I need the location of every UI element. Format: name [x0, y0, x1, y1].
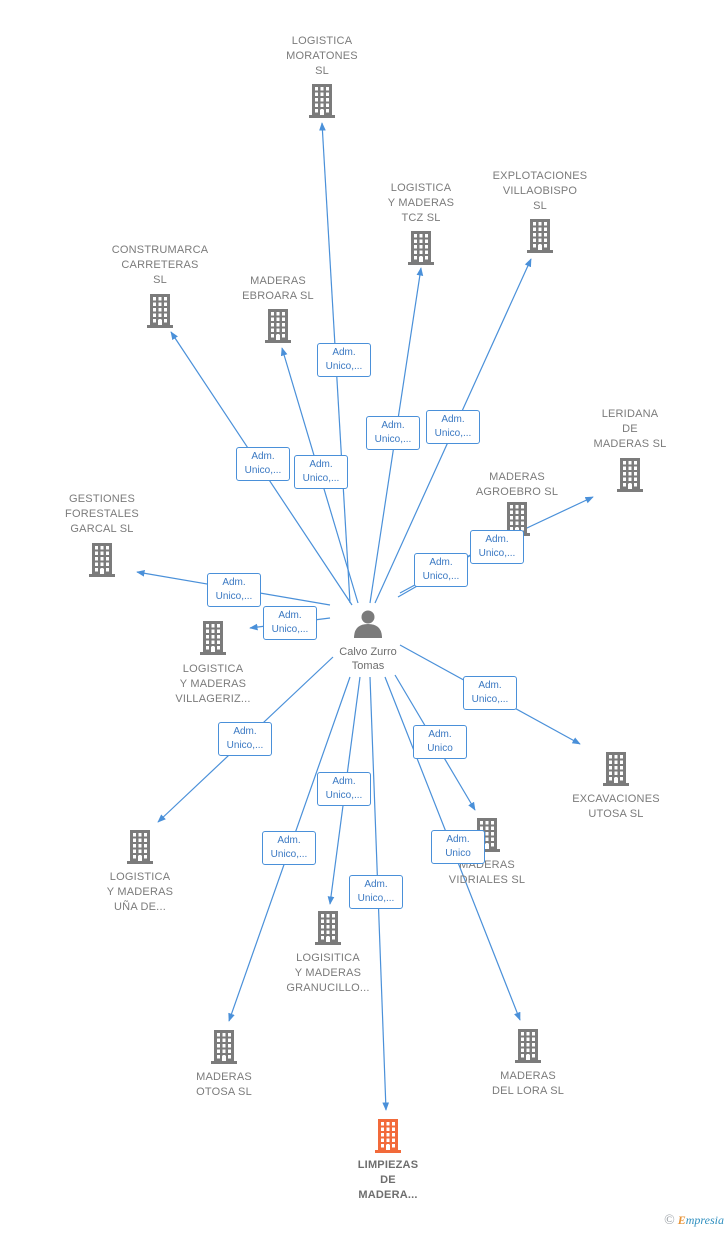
building-icon: [200, 621, 226, 655]
building-icon: [89, 543, 115, 577]
building-icon: [147, 294, 173, 328]
building-icon: [309, 84, 335, 118]
relation-label-tcz[interactable]: Adm. Unico,...: [366, 416, 420, 450]
relation-label-ebroara[interactable]: Adm. Unico,...: [294, 455, 348, 489]
relation-label-agroebro[interactable]: Adm. Unico,...: [414, 553, 468, 587]
building-icon: [527, 219, 553, 253]
copyright-symbol: ©: [664, 1213, 675, 1228]
relation-label-moratones[interactable]: Adm. Unico,...: [317, 343, 371, 377]
company-label-villageriz[interactable]: LOGISTICA Y MADERAS VILLAGERIZ...: [175, 663, 251, 705]
company-label-limpiezas[interactable]: LIMPIEZAS DE MADERA...: [357, 1159, 419, 1201]
building-icon: [127, 830, 153, 864]
highlight-building-icon: [375, 1119, 401, 1153]
brand-rest: mpresia: [685, 1213, 724, 1227]
empresia-watermark: © Empresia: [664, 1213, 724, 1229]
brand-initial: E: [677, 1213, 686, 1227]
company-label-excavaciones[interactable]: EXCAVACIONES UTOSA SL: [572, 793, 660, 820]
person-name[interactable]: Calvo Zurro Tomas: [339, 646, 397, 672]
company-label-lora[interactable]: MADERAS DEL LORA SL: [491, 1070, 565, 1097]
relation-label-gestiones[interactable]: Adm. Unico,...: [207, 573, 261, 607]
building-icon: [515, 1029, 541, 1063]
person-icon: [354, 610, 382, 638]
company-label-construmarca[interactable]: CONSTRUMARCA CARRETERAS SL: [111, 244, 209, 286]
building-icon: [617, 458, 643, 492]
company-label-villaobispo[interactable]: EXPLOTACIONES VILLAOBISPO SL: [492, 170, 588, 212]
relation-label-vidriales[interactable]: Adm. Unico: [413, 725, 467, 759]
company-label-tcz[interactable]: LOGISTICA Y MADERAS TCZ SL: [387, 182, 455, 224]
building-icon: [315, 911, 341, 945]
company-label-otosa[interactable]: MADERAS OTOSA SL: [196, 1071, 252, 1098]
relation-label-una[interactable]: Adm. Unico,...: [218, 722, 272, 756]
company-label-moratones[interactable]: LOGISTICA MORATONES SL: [286, 35, 358, 77]
building-icon: [408, 231, 434, 265]
company-label-gestiones[interactable]: GESTIONES FORESTALES GARCAL SL: [65, 493, 139, 535]
company-label-ebroara[interactable]: MADERAS EBROARA SL: [242, 275, 314, 302]
company-label-leridana[interactable]: LERIDANA DE MADERAS SL: [593, 408, 667, 450]
relation-label-villageriz[interactable]: Adm. Unico,...: [263, 606, 317, 640]
relation-label-lora[interactable]: Adm. Unico: [431, 830, 485, 864]
relation-label-otosa[interactable]: Adm. Unico,...: [262, 831, 316, 865]
building-icon: [265, 309, 291, 343]
building-icon: [211, 1030, 237, 1064]
company-label-agroebro[interactable]: MADERAS AGROEBRO SL: [475, 471, 559, 498]
company-label-una[interactable]: LOGISTICA Y MADERAS UÑA DE...: [106, 871, 174, 913]
relation-label-construmarca[interactable]: Adm. Unico,...: [236, 447, 290, 481]
relation-label-excavaciones[interactable]: Adm. Unico,...: [463, 676, 517, 710]
building-icon: [603, 752, 629, 786]
relation-label-leridana[interactable]: Adm. Unico,...: [470, 530, 524, 564]
relation-label-granucillo[interactable]: Adm. Unico,...: [317, 772, 371, 806]
relation-label-limpiezas[interactable]: Adm. Unico,...: [349, 875, 403, 909]
relation-label-villaobispo[interactable]: Adm. Unico,...: [426, 410, 480, 444]
company-label-granucillo[interactable]: LOGISITICA Y MADERAS GRANUCILLO...: [286, 952, 370, 994]
